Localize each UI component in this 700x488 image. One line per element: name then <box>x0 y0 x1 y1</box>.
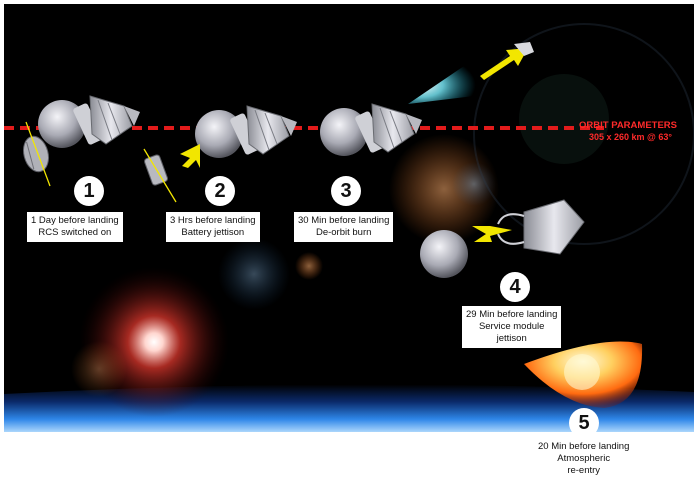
scene-illustration <box>4 4 694 480</box>
spacecraft-step-4 <box>420 199 585 278</box>
arrow-deorbit <box>480 48 528 80</box>
step-3-number: 3 <box>331 176 361 206</box>
step-5-line-2: Atmospheric <box>557 453 611 464</box>
step-2-number: 2 <box>205 176 235 206</box>
step-5-line-1: 20 Min before landing <box>538 441 630 452</box>
step-4-number: 4 <box>500 272 530 302</box>
step-2-line-2: Battery jettison <box>181 227 245 238</box>
step-4-line-3: jettison <box>496 333 527 344</box>
step-4-line-1: 29 Min before landing <box>466 309 558 320</box>
step-1-line-1: 1 Day before landing <box>31 215 119 226</box>
lens-flare-orange <box>389 134 499 244</box>
step-4-line-2: Service module <box>478 321 545 332</box>
step-1-label: 1 Day before landing RCS switched on <box>27 212 123 242</box>
orbit-parameters-values: 305 x 260 km @ 63° <box>589 132 672 142</box>
step-5-label: 20 Min before landing Atmospheric re-ent… <box>534 438 634 480</box>
step-1-line-2: RCS switched on <box>38 227 112 238</box>
thruster-plume <box>408 66 476 104</box>
arrow-separation <box>472 226 512 242</box>
step-2-line-1: 3 Hrs before landing <box>170 215 256 226</box>
step-4-label: 29 Min before landing Service module jet… <box>462 306 562 348</box>
step-5-number: 5 <box>569 408 599 438</box>
mission-diagram: ORBIT PARAMETERS 305 x 260 km @ 63° 1 1 … <box>4 4 694 480</box>
step-1-number: 1 <box>74 176 104 206</box>
step-3-label: 30 Min before landing De-orbit burn <box>294 212 394 242</box>
spacecraft-step-1 <box>23 95 141 187</box>
step-3-line-2: De-orbit burn <box>315 227 372 238</box>
spacecraft-step-2 <box>143 105 298 203</box>
step-3-line-1: 30 Min before landing <box>298 215 390 226</box>
spacecraft-step-3 <box>319 66 476 157</box>
arrow-jettison <box>180 144 200 168</box>
step-2-label: 3 Hrs before landing Battery jettison <box>166 212 260 242</box>
lens-flare-ring <box>473 23 694 245</box>
orbit-parameters-title: ORBIT PARAMETERS <box>579 120 677 131</box>
step-5-line-3: re-entry <box>567 465 601 476</box>
